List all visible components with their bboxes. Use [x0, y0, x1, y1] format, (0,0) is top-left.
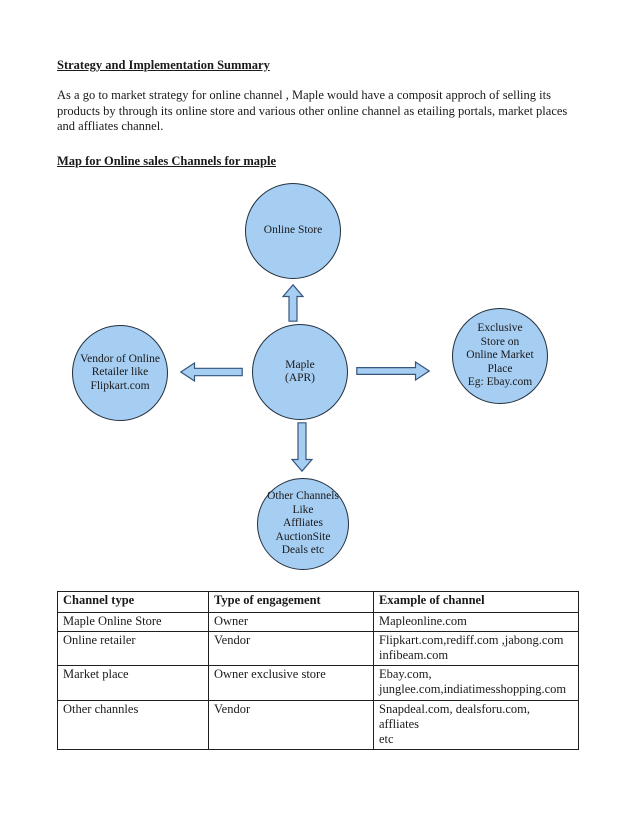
- table-row: Other channles Vendor Snapdeal.com, deal…: [57, 700, 579, 750]
- arrow-right-icon: [356, 361, 430, 381]
- cell-channel-type: Online retailer: [57, 631, 209, 666]
- node-exclusive-store-label: Exclusive Store on Online Market Place E…: [466, 322, 534, 389]
- node-maple-apr: Maple (APR): [252, 324, 348, 420]
- cell-engagement: Vendor: [208, 631, 374, 666]
- cell-channel-type: Other channles: [57, 700, 209, 750]
- cell-channel-type: Market place: [57, 665, 209, 701]
- header-type-of-engagement: Type of engagement: [208, 591, 374, 613]
- node-vendor-retailer-label: Vendor of Online Retailer like Flipkart.…: [80, 352, 160, 392]
- table-header-row: Channel type Type of engagement Example …: [57, 591, 579, 613]
- header-example-of-channel: Example of channel: [373, 591, 579, 613]
- diagram-heading: Map for Online sales Channels for maple: [57, 154, 276, 168]
- node-online-store-label: Online Store: [263, 224, 323, 237]
- node-vendor-retailer: Vendor of Online Retailer like Flipkart.…: [72, 325, 168, 421]
- table-row: Online retailer Vendor Flipkart.com,redi…: [57, 631, 579, 666]
- cell-channel-type: Maple Online Store: [57, 612, 209, 632]
- node-maple-apr-label: Maple (APR): [284, 358, 316, 385]
- table-row: Maple Online Store Owner Mapleonline.com: [57, 612, 579, 632]
- node-other-channels: Other Channels Like Affliates AuctionSit…: [257, 478, 349, 570]
- arrow-up-icon: [282, 284, 304, 322]
- table-row: Market place Owner exclusive store Ebay.…: [57, 665, 579, 701]
- node-online-store: Online Store: [245, 183, 341, 279]
- cell-example: Ebay.com, junglee.com,indiatimesshopping…: [373, 665, 579, 701]
- arrow-down-icon: [291, 422, 313, 472]
- header-channel-type: Channel type: [57, 591, 209, 613]
- cell-example: Flipkart.com,rediff.com ,jabong.com infi…: [373, 631, 579, 666]
- cell-example: Snapdeal.com, dealsforu.com, affliates e…: [373, 700, 579, 750]
- node-exclusive-store: Exclusive Store on Online Market Place E…: [452, 308, 548, 404]
- cell-engagement: Owner: [208, 612, 374, 632]
- cell-engagement: Vendor: [208, 700, 374, 750]
- arrow-left-icon: [180, 362, 243, 382]
- channels-table: Channel type Type of engagement Example …: [57, 591, 579, 750]
- cell-example: Mapleonline.com: [373, 612, 579, 632]
- page-title: Strategy and Implementation Summary: [57, 58, 270, 72]
- node-other-channels-label: Other Channels Like Affliates AuctionSit…: [267, 490, 339, 557]
- cell-engagement: Owner exclusive store: [208, 665, 374, 701]
- intro-paragraph: As a go to market strategy for online ch…: [57, 88, 568, 133]
